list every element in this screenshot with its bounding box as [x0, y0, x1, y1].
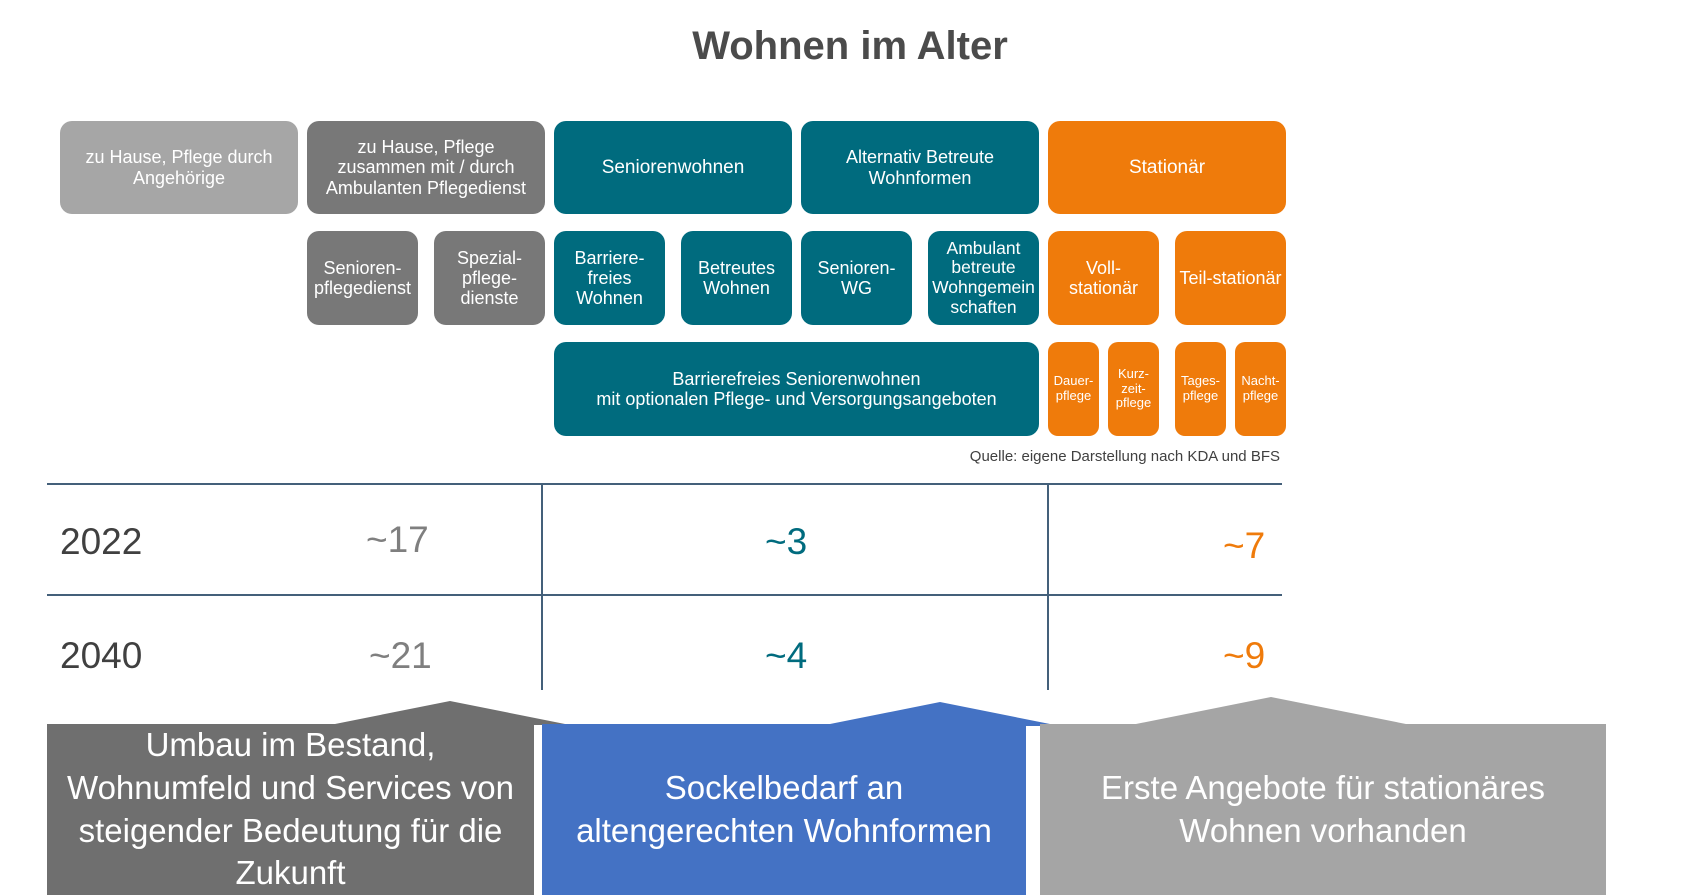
category-home-family: zu Hause, Pflege durch Angehörige	[60, 121, 298, 214]
year-2022: 2022	[60, 521, 143, 562]
detail-tagespflege: Tages- pflege	[1175, 342, 1226, 436]
category-home-ambulant: zu Hause, Pflege zusammen mit / durch Am…	[307, 121, 545, 214]
sub-senioren-wg: Senioren-WG	[801, 231, 912, 325]
value-seniorenwohnen-2022: ~3	[765, 521, 808, 562]
callout-pointer-left	[330, 701, 570, 725]
sub-senioren-pflegedienst: Senioren- pflegedienst	[307, 231, 418, 325]
sub-barrierefreies-wohnen: Barriere- freies Wohnen	[554, 231, 665, 325]
year-2040: 2040	[60, 635, 143, 676]
source-note: Quelle: eigene Darstellung nach KDA und …	[969, 448, 1280, 465]
sub-spezial-pflegedienste: Spezial- pflege- dienste	[434, 231, 545, 325]
category-seniorenwohnen: Seniorenwohnen	[554, 121, 792, 214]
sub-vollstationaer: Voll- stationär	[1048, 231, 1159, 325]
table-top-line	[47, 483, 1282, 485]
sub-ambulant-betreute-wohngemeinschaften: Ambulant betreute Wohngemein schaften	[928, 231, 1039, 325]
category-stationaer: Stationär	[1048, 121, 1286, 214]
sub-betreutes-wohnen: Betreutes Wohnen	[681, 231, 792, 325]
value-home-2040: ~21	[369, 635, 432, 676]
table-divider-2	[1047, 484, 1049, 690]
callout-pointer-middle	[820, 702, 1060, 726]
category-alternativ-betreute-wohnformen: Alternativ Betreute Wohnformen	[801, 121, 1039, 214]
panel-umbau-im-bestand: Umbau im Bestand, Wohnumfeld und Service…	[47, 724, 534, 895]
panel-sockelbedarf: Sockelbedarf an altengerechten Wohnforme…	[542, 724, 1026, 895]
value-seniorenwohnen-2040: ~4	[765, 635, 808, 676]
value-home-2022: ~17	[366, 519, 429, 560]
detail-nachtpflege: Nacht- pflege	[1235, 342, 1286, 436]
table-middle-line	[47, 594, 1282, 596]
page-title: Wohnen im Alter	[692, 24, 1008, 68]
detail-kurzzeitpflege: Kurz- zeit- pflege	[1108, 342, 1159, 436]
table-divider-1	[541, 484, 543, 690]
detail-dauerpflege: Dauer- pflege	[1048, 342, 1099, 436]
sub-teilstationaer: Teil-stationär	[1175, 231, 1286, 325]
callout-pointer-right	[1131, 697, 1411, 725]
detail-barrierefreies-seniorenwohnen: Barrierefreies Seniorenwohnen mit option…	[554, 342, 1039, 436]
value-stationaer-2022: ~7	[1223, 525, 1266, 566]
panel-erste-angebote: Erste Angebote für stationäres Wohnen vo…	[1040, 724, 1606, 895]
value-stationaer-2040: ~9	[1223, 635, 1266, 676]
